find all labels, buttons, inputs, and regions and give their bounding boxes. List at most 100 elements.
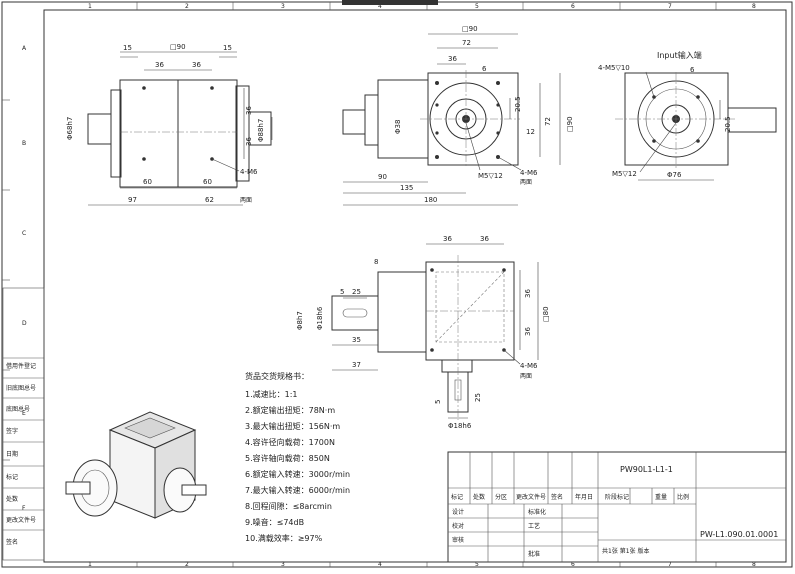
title-block: 标记 处数 分区 更改文件号 签名 年月日 设计 校对 审核 工艺 标准化 批准… bbox=[447, 451, 787, 563]
tv-dim-37: 37 bbox=[352, 361, 361, 369]
spec-item-5: 5.容许轴向载荷：850N bbox=[245, 453, 330, 463]
fv-dim-60b: 60 bbox=[203, 178, 212, 186]
tb-header-6: 年月日 bbox=[575, 493, 593, 501]
sv-dim-20-5: 20.5 bbox=[514, 96, 522, 112]
tb-stage: 阶段标记 bbox=[605, 493, 629, 501]
fv-dim-36v2: 36 bbox=[245, 137, 253, 146]
sv-dim-135: 135 bbox=[400, 184, 413, 192]
tb-header-3: 分区 bbox=[495, 493, 507, 501]
strip-label-1: 借用件登记 bbox=[6, 362, 36, 370]
sv-dim-36: 36 bbox=[448, 55, 457, 63]
sv-dim-90: 90 bbox=[378, 173, 387, 181]
fv-dim-62: 62 bbox=[205, 196, 214, 204]
sv-dim-6: 6 bbox=[482, 65, 487, 73]
tb-role-5: 标准化 bbox=[528, 508, 546, 516]
sv-thread: M5▽12 bbox=[478, 172, 503, 180]
tb-header-1: 标记 bbox=[451, 493, 463, 501]
tv-dim-phi-a: Φ8h7 bbox=[296, 311, 304, 330]
fv-bolt-side: 两面 bbox=[240, 197, 252, 204]
input-view: Input输入端 4-M5▽10 6 20.5 M5▽12 Φ76 bbox=[598, 50, 777, 181]
spec-item-3: 3.最大输出扭矩：156N·m bbox=[245, 421, 340, 431]
fv-dim-36b: 36 bbox=[192, 61, 201, 69]
fv-dim-15-left: 15 bbox=[123, 44, 132, 52]
strip-label-5: 日期 bbox=[6, 450, 18, 458]
tv-dim-25b: 25 bbox=[474, 393, 482, 402]
tv-dim-36v: 36 bbox=[524, 289, 532, 298]
zone-bottom-4: 4 bbox=[378, 561, 382, 568]
tb-scale: 比例 bbox=[677, 493, 689, 501]
spec-notes: 货品交货规格书： 1.减速比：1:1 2.额定输出扭矩：78N·m 3.最大输出… bbox=[245, 371, 350, 543]
spec-heading: 货品交货规格书： bbox=[245, 371, 309, 381]
tv-dim-25: 25 bbox=[352, 288, 361, 296]
iv-dim-6: 6 bbox=[690, 66, 695, 74]
sv-dim-square-v: □90 bbox=[566, 116, 574, 132]
zone-top-2: 2 bbox=[185, 3, 189, 10]
tv-dim-5: 5 bbox=[340, 288, 344, 296]
sv-dim-phi38: Φ38 bbox=[394, 120, 402, 134]
strip-label-8: 更改文件号 bbox=[6, 516, 36, 524]
iv-title: Input输入端 bbox=[657, 50, 702, 60]
top-banner bbox=[342, 0, 438, 5]
tv-dim-35: 35 bbox=[352, 336, 361, 344]
spec-item-9: 9.噪音：≤74dB bbox=[245, 517, 304, 527]
zone-top-1: 1 bbox=[88, 3, 92, 10]
tv-dim-5b: 5 bbox=[434, 400, 442, 404]
tb-weight: 重量 bbox=[655, 493, 667, 501]
tb-role-4: 工艺 bbox=[528, 522, 540, 530]
fv-dim-phi88: Φ88h7 bbox=[257, 119, 265, 142]
zone-top-5: 5 bbox=[475, 3, 479, 10]
tv-dim-36v2: 36 bbox=[524, 327, 532, 336]
tv-dim-36a: 36 bbox=[443, 235, 452, 243]
iv-bolt-note: 4-M5▽10 bbox=[598, 64, 630, 72]
tv-bolt-side: 两面 bbox=[520, 373, 532, 380]
fv-dim-36v: 36 bbox=[245, 106, 253, 115]
zone-bottom-8: 8 bbox=[752, 561, 756, 568]
left-strip: 借用件登记 旧底图总号 底图总号 签字 日期 标记 处数 更改文件号 签名 bbox=[2, 287, 45, 561]
strip-label-9: 签名 bbox=[6, 538, 18, 546]
sv-dim-12: 12 bbox=[526, 128, 535, 136]
zone-left-b: B bbox=[22, 140, 26, 147]
sv-bolt-side: 两面 bbox=[520, 179, 532, 186]
zone-left-d: D bbox=[22, 320, 27, 327]
zone-bottom-5: 5 bbox=[475, 561, 479, 568]
sv-dim-72v: 72 bbox=[544, 117, 552, 126]
iv-thread: M5▽12 bbox=[612, 170, 637, 178]
spec-item-8: 8.回程间隙：≤8arcmin bbox=[245, 501, 332, 511]
tv-dim-8: 8 bbox=[374, 258, 378, 266]
tb-drawing-no: PW-L1.090.01.0001 bbox=[700, 530, 778, 539]
zone-left-e: E bbox=[22, 410, 26, 417]
zone-top-4: 4 bbox=[378, 3, 382, 10]
strip-label-4: 签字 bbox=[6, 427, 18, 435]
tv-dim-square: □80 bbox=[542, 306, 550, 322]
front-view: □90 15 15 36 36 60 60 97 62 Φ68h7 Φ88h7 … bbox=[66, 43, 273, 206]
tb-role-2: 校对 bbox=[452, 522, 464, 530]
tb-sheet-info: 共1张 第1张 版本 bbox=[602, 547, 649, 555]
fv-dim-phi68: Φ68h7 bbox=[66, 117, 74, 140]
top-view: 36 36 8 5 25 Φ8h7 Φ18h6 36 □80 36 35 37 … bbox=[296, 235, 550, 430]
tb-role-1: 设计 bbox=[452, 508, 464, 516]
spec-item-2: 2.额定输出扭矩：78N·m bbox=[245, 405, 335, 415]
spec-item-4: 4.容许径向载荷：1700N bbox=[245, 437, 335, 447]
zone-left-f: F bbox=[22, 505, 26, 512]
zone-bottom-3: 3 bbox=[281, 561, 285, 568]
zone-top-6: 6 bbox=[571, 3, 575, 10]
strip-label-2: 旧底图总号 bbox=[6, 384, 36, 392]
strip-label-7: 处数 bbox=[6, 495, 18, 503]
fv-bolt-note: 4-M6 bbox=[240, 168, 258, 176]
zone-left-c: C bbox=[22, 230, 26, 237]
zone-left-a: A bbox=[22, 45, 27, 52]
fv-dim-square: □90 bbox=[170, 43, 186, 51]
zone-bottom-6: 6 bbox=[571, 561, 575, 568]
zone-bottom-7: 7 bbox=[668, 561, 672, 568]
tb-role-3: 审核 bbox=[452, 536, 464, 544]
fv-dim-97: 97 bbox=[128, 196, 137, 204]
fv-dim-15-right: 15 bbox=[223, 44, 232, 52]
iv-dim-20-5: 20.5 bbox=[724, 116, 732, 132]
spec-item-10: 10.满载效率：≥97% bbox=[245, 533, 323, 543]
sv-bolt-note: 4-M6 bbox=[520, 169, 538, 177]
iv-dim-phi76: Φ76 bbox=[667, 171, 682, 179]
tb-header-4: 更改文件号 bbox=[516, 493, 546, 501]
zone-bottom-1: 1 bbox=[88, 561, 92, 568]
